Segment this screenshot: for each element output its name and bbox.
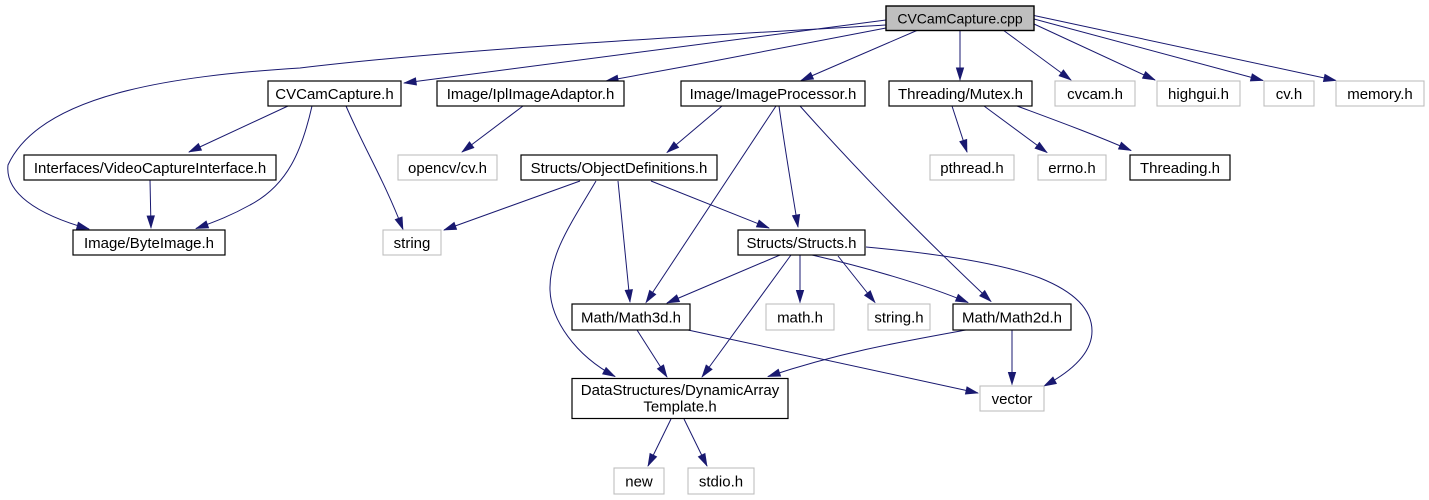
svg-text:string: string xyxy=(394,235,431,252)
svg-text:Threading/Mutex.h: Threading/Mutex.h xyxy=(898,86,1023,103)
svg-text:pthread.h: pthread.h xyxy=(940,160,1003,177)
svg-text:CVCamCapture.cpp: CVCamCapture.cpp xyxy=(897,10,1022,26)
svg-text:errno.h: errno.h xyxy=(1048,160,1096,177)
svg-text:Interfaces/VideoCaptureInterfa: Interfaces/VideoCaptureInterface.h xyxy=(34,160,266,177)
svg-text:opencv/cv.h: opencv/cv.h xyxy=(408,160,487,177)
svg-text:DataStructures/DynamicArray: DataStructures/DynamicArray xyxy=(581,382,780,399)
svg-text:cvcam.h: cvcam.h xyxy=(1067,86,1123,103)
svg-text:Image/ImageProcessor.h: Image/ImageProcessor.h xyxy=(690,86,857,103)
svg-text:new: new xyxy=(625,473,653,490)
svg-text:cv.h: cv.h xyxy=(1276,86,1302,103)
svg-text:math.h: math.h xyxy=(777,309,823,326)
svg-text:Template.h: Template.h xyxy=(643,399,716,416)
svg-text:memory.h: memory.h xyxy=(1347,86,1413,103)
svg-text:CVCamCapture.h: CVCamCapture.h xyxy=(275,86,393,103)
svg-text:stdio.h: stdio.h xyxy=(699,473,743,490)
svg-text:Math/Math3d.h: Math/Math3d.h xyxy=(581,309,681,326)
svg-text:Math/Math2d.h: Math/Math2d.h xyxy=(962,309,1062,326)
svg-text:Image/ByteImage.h: Image/ByteImage.h xyxy=(84,235,214,252)
svg-text:Structs/Structs.h: Structs/Structs.h xyxy=(746,235,856,252)
svg-text:vector: vector xyxy=(992,391,1033,408)
svg-text:Image/IplImageAdaptor.h: Image/IplImageAdaptor.h xyxy=(447,86,615,103)
svg-text:highgui.h: highgui.h xyxy=(1168,86,1229,103)
svg-text:Threading.h: Threading.h xyxy=(1140,160,1220,177)
svg-text:Structs/ObjectDefinitions.h: Structs/ObjectDefinitions.h xyxy=(531,160,708,177)
svg-text:string.h: string.h xyxy=(874,309,923,326)
